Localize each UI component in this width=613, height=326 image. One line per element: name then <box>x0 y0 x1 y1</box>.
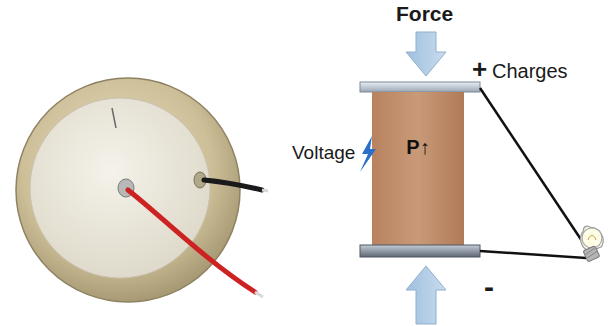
light-bulb <box>576 222 607 262</box>
wire <box>480 251 586 258</box>
voltage-label: Voltage <box>292 142 355 164</box>
bottom-electrode <box>360 245 480 257</box>
top-electrode <box>360 82 480 92</box>
polarity-sign: - <box>484 270 494 304</box>
polarization-label: P↑ <box>372 136 464 159</box>
polarity-sign: + <box>472 54 487 85</box>
piezo-block <box>372 92 464 245</box>
piezo-disc <box>16 78 268 302</box>
force-arrow-up <box>406 266 446 324</box>
lightning-bolt <box>360 136 376 172</box>
polarization-block: P↑ <box>372 92 464 245</box>
charges-label: Charges <box>492 60 568 83</box>
force-arrow-down <box>406 32 446 76</box>
force-label: Force <box>396 2 453 26</box>
wire <box>480 88 584 244</box>
